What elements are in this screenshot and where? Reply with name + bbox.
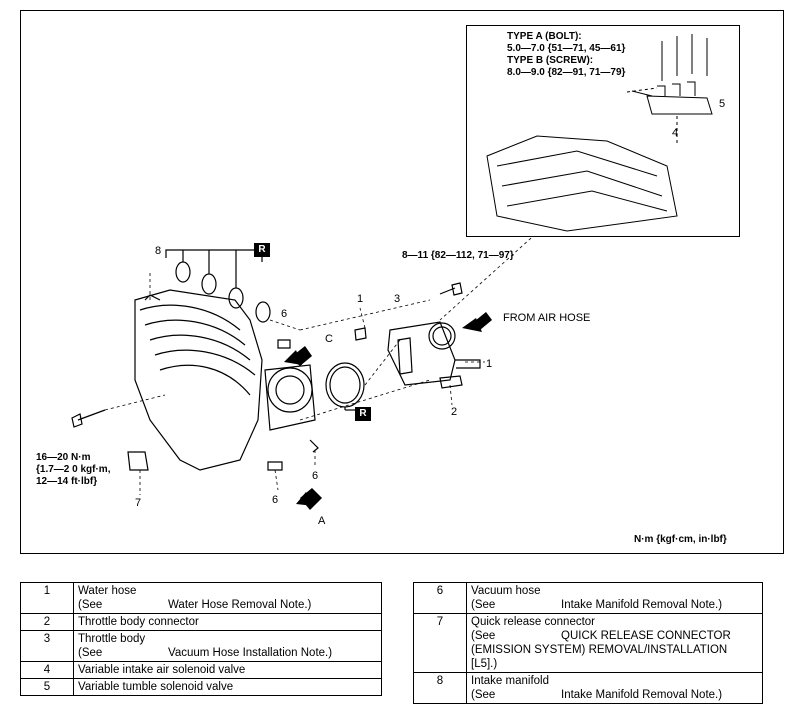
part-number: 8 — [413, 672, 467, 704]
callout-6-upper: 6 — [281, 308, 288, 320]
part-number: 1 — [20, 582, 74, 614]
solenoid-valve-inset: TYPE A (BOLT): 5.0—7.0 {51—71, 45—61} TY… — [466, 25, 740, 237]
view-letter-a: A — [318, 515, 326, 527]
callout-7: 7 — [135, 497, 142, 509]
part-description: Intake manifold (See Intake Manifold Remo… — [466, 672, 763, 704]
part-name: Intake manifold — [471, 675, 549, 687]
part-number: 4 — [20, 661, 74, 679]
from-air-hose-label: FROM AIR HOSE — [503, 312, 591, 324]
callout-4-inset: 4 — [672, 127, 679, 139]
inset-type-a-label: TYPE A (BOLT): — [507, 31, 582, 42]
part-number: 6 — [413, 582, 467, 614]
table-row: 1 Water hose (See Water Hose Removal Note… — [20, 582, 382, 614]
part-number: 5 — [20, 678, 74, 696]
callout-6-right: 6 — [312, 470, 319, 482]
part-note: Intake Manifold Removal Note.) — [561, 599, 723, 611]
replace-badge-gasket: R — [254, 243, 270, 257]
part-name: Variable intake air solenoid valve — [73, 661, 382, 679]
manifold-torque-line-1: 16—20 N·m — [36, 452, 91, 463]
callout-1-upper: 1 — [357, 293, 364, 305]
part-note-line-2: (EMISSION SYSTEM) REMOVAL/INSTALLATION — [471, 644, 728, 656]
view-letter-c: C — [325, 333, 333, 345]
part-name: Water hose — [78, 585, 137, 597]
replace-badge-o-ring: R — [355, 407, 371, 421]
inset-type-a-torque: 5.0—7.0 {51—71, 45—61} — [507, 43, 626, 54]
part-note: Intake Manifold Removal Note.) — [561, 689, 723, 701]
part-note-line-3: [L5].) — [471, 658, 498, 670]
inset-drawing — [486, 34, 713, 232]
callout-6-lower: 6 — [272, 494, 279, 506]
units-note: N·m {kgf·cm, in·lbf} — [634, 534, 727, 545]
table-row: 3 Throttle body (See Vacuum Hose Installa… — [20, 630, 382, 662]
table-row: 6 Vacuum hose (See Intake Manifold Remova… — [413, 582, 763, 614]
see-label: (See — [471, 689, 496, 701]
manifold-torque-line-2: {1.7—2 0 kgf·m, — [36, 464, 111, 475]
table-row: 4 Variable intake air solenoid valve — [20, 661, 382, 679]
table-row: 8 Intake manifold (See Intake Manifold Re… — [413, 672, 763, 704]
parts-table-left: 1 Water hose (See Water Hose Removal Note… — [20, 582, 382, 696]
see-label: (See — [78, 647, 103, 659]
throttle-body-torque-label: 8—11 {82—112, 71—97} — [402, 250, 514, 261]
callout-5-inset: 5 — [719, 98, 726, 110]
callout-2: 2 — [451, 406, 458, 418]
part-description: Water hose (See Water Hose Removal Note.) — [73, 582, 382, 614]
part-name: Quick release connector — [471, 616, 596, 628]
part-number: 3 — [20, 630, 74, 662]
part-number: 2 — [20, 613, 74, 631]
exploded-view-drawing — [71, 194, 611, 510]
manifold-torque-line-3: 12—14 ft·lbf} — [36, 476, 98, 487]
part-description: Vacuum hose (See Intake Manifold Removal … — [466, 582, 763, 614]
part-note: Water Hose Removal Note.) — [168, 599, 312, 611]
inset-type-b-label: TYPE B (SCREW): — [507, 55, 594, 66]
callout-1-lower: 1 — [486, 358, 493, 370]
see-label: (See — [471, 630, 496, 642]
table-row: 7 Quick release connector (See QUICK RELE… — [413, 613, 763, 673]
part-name: Throttle body — [78, 633, 146, 645]
part-description: Quick release connector (See QUICK RELEAS… — [466, 613, 763, 673]
see-label: (See — [78, 599, 103, 611]
table-row: 2 Throttle body connector — [20, 613, 382, 631]
part-name: Variable tumble solenoid valve — [73, 678, 382, 696]
callout-3: 3 — [394, 293, 401, 305]
part-name: Throttle body connector — [73, 613, 382, 631]
table-row: 5 Variable tumble solenoid valve — [20, 678, 382, 696]
part-number: 7 — [413, 613, 467, 673]
callout-8: 8 — [155, 245, 162, 257]
diagram-frame — [20, 10, 784, 554]
see-label: (See — [471, 599, 496, 611]
part-note: QUICK RELEASE CONNECTOR — [561, 630, 731, 642]
part-description: Throttle body (See Vacuum Hose Installati… — [73, 630, 382, 662]
part-note: Vacuum Hose Installation Note.) — [168, 647, 333, 659]
inset-type-b-torque: 8.0—9.0 {82—91, 71—79} — [507, 67, 626, 78]
part-name: Vacuum hose — [471, 585, 541, 597]
